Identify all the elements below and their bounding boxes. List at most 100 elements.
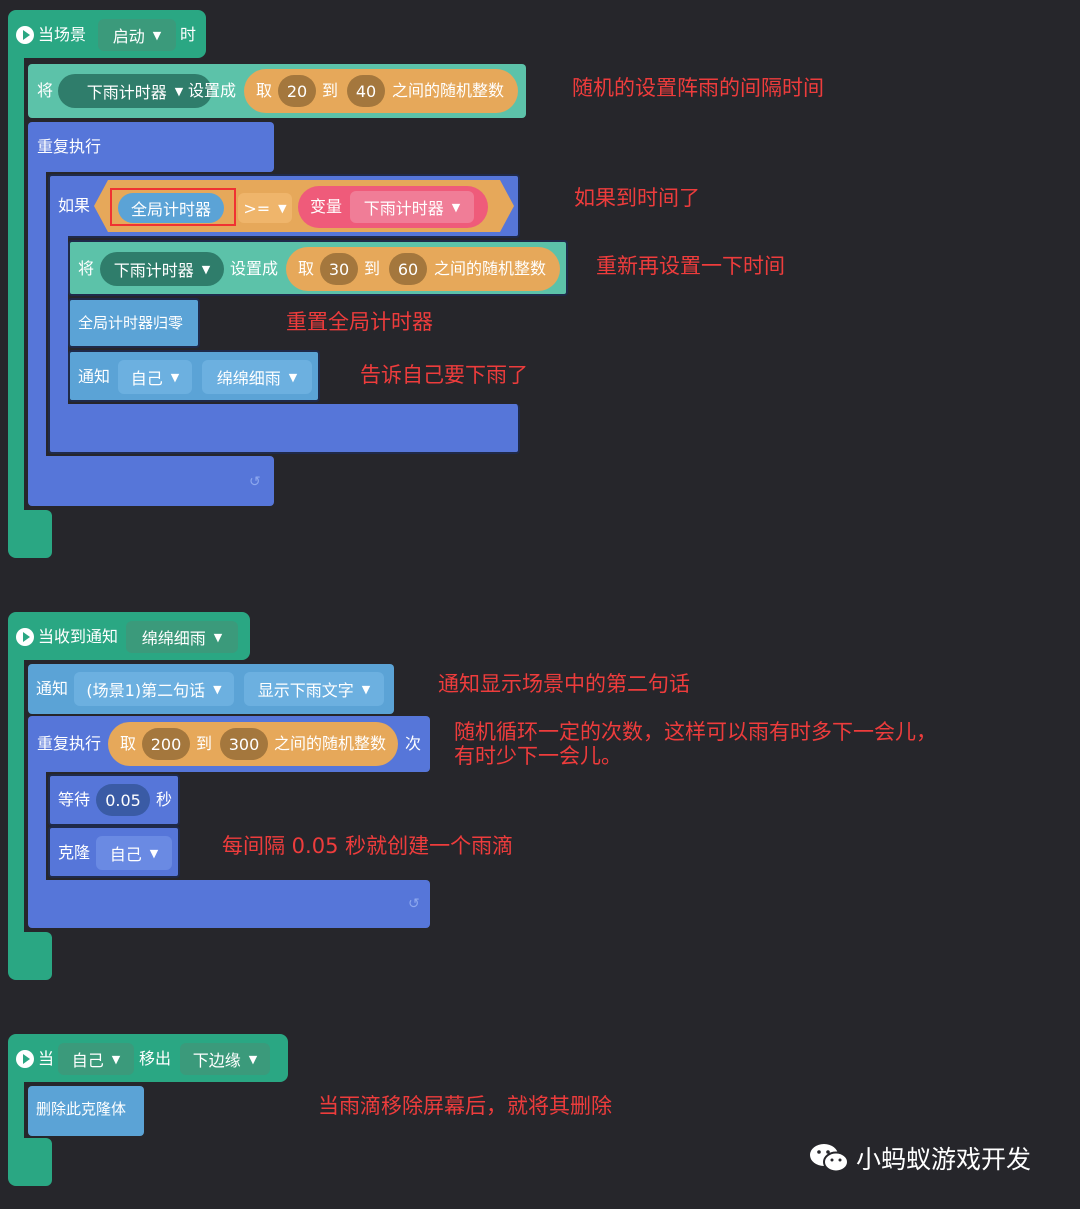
annotation-second-sentence: 通知显示场景中的第二句话 xyxy=(438,672,690,696)
repeat-times-block[interactable]: 重复执行 取 200 到 300 之间的随机整数 次 xyxy=(28,716,430,772)
to-label: 到 xyxy=(196,734,213,753)
edge-dropdown[interactable]: 下边缘▼ xyxy=(180,1043,270,1075)
clone-label: 克隆 xyxy=(58,843,91,862)
take-label: 取 xyxy=(120,734,137,753)
script-spine xyxy=(8,1082,24,1142)
repeat-label: 重复执行 xyxy=(37,734,102,753)
variable-label: 变量 xyxy=(310,197,343,216)
repeat-forever-block[interactable]: 重复执行 xyxy=(28,122,274,172)
random-int-label: 之间的随机整数 xyxy=(392,81,505,100)
repeat-label: 重复执行 xyxy=(37,137,102,156)
variable-dropdown[interactable]: 下雨计时器▼ xyxy=(58,74,212,108)
hat-label: 当收到通知 xyxy=(38,627,119,646)
max-input[interactable]: 40 xyxy=(347,75,385,107)
watermark: 小蚂蚁游戏开发 xyxy=(808,1140,1031,1176)
hat-label: 当场景 xyxy=(38,25,87,44)
chevron-down-icon: ▼ xyxy=(170,370,180,384)
notify-target-dropdown[interactable]: (场景1)第二句话▼ xyxy=(74,672,234,706)
hat-block-leave-edge[interactable]: 当 自己▼ 移出 下边缘▼ xyxy=(8,1034,288,1082)
max-input[interactable]: 60 xyxy=(389,253,427,285)
set-variable-block[interactable]: 将 下雨计时器▼ 设置成 取 20 到 40 之间的随机整数 xyxy=(28,64,526,118)
reset-timer-label: 全局计时器归零 xyxy=(78,314,184,332)
notify-message-dropdown[interactable]: 绵绵细雨▼ xyxy=(202,360,312,394)
to-label: 到 xyxy=(322,81,339,100)
repeat-arm xyxy=(28,770,46,882)
chevron-down-icon: ▼ xyxy=(361,682,371,696)
random-int-block[interactable]: 取 20 到 40 之间的随机整数 xyxy=(244,69,518,113)
if-arm xyxy=(48,236,68,406)
seconds-label: 秒 xyxy=(156,790,173,809)
chevron-down-icon: ▼ xyxy=(213,630,223,644)
notify-message-dropdown[interactable]: 显示下雨文字▼ xyxy=(244,672,384,706)
chevron-down-icon: ▼ xyxy=(213,682,222,696)
chevron-down-icon: ▼ xyxy=(451,200,461,214)
if-block[interactable]: 如果 全局计时器 >=▼ 变量 下雨计时器▼ xyxy=(48,174,520,238)
if-label: 如果 xyxy=(58,196,91,215)
repeat-bottom: ↺ xyxy=(28,456,274,506)
random-int-block[interactable]: 取 200 到 300 之间的随机整数 xyxy=(108,722,398,766)
notify-block[interactable]: 通知 (场景1)第二句话▼ 显示下雨文字▼ xyxy=(28,664,394,714)
highlight-box xyxy=(110,188,236,226)
hat-block-scene-start[interactable]: 当场景 启动▼ 时 xyxy=(8,10,206,58)
min-input[interactable]: 30 xyxy=(320,253,358,285)
notify-block[interactable]: 通知 自己▼ 绵绵细雨▼ xyxy=(68,350,320,402)
clone-block[interactable]: 克隆 自己▼ xyxy=(48,826,180,878)
annotation-reset-time: 重新再设置一下时间 xyxy=(596,254,785,278)
take-label: 取 xyxy=(298,259,315,278)
play-icon xyxy=(16,628,34,646)
set-to-label: 设置成 xyxy=(230,259,279,278)
operator-dropdown[interactable]: >=▼ xyxy=(238,193,292,223)
wait-block[interactable]: 等待 0.05 秒 xyxy=(48,774,180,826)
notify-label: 通知 xyxy=(78,367,111,386)
chevron-down-icon: ▼ xyxy=(149,846,159,860)
script-end-cap xyxy=(8,510,52,558)
loop-icon: ↺ xyxy=(408,896,420,912)
global-timer-reporter[interactable]: 全局计时器 xyxy=(118,193,224,223)
min-input[interactable]: 200 xyxy=(142,728,190,760)
chevron-down-icon: ▼ xyxy=(288,370,298,384)
delete-clone-block[interactable]: 删除此克隆体 xyxy=(28,1086,144,1136)
notify-target-dropdown[interactable]: 自己▼ xyxy=(118,360,192,394)
wait-seconds-input[interactable]: 0.05 xyxy=(96,784,150,816)
watermark-text: 小蚂蚁游戏开发 xyxy=(856,1145,1032,1174)
random-int-label: 之间的随机整数 xyxy=(434,259,547,278)
take-label: 取 xyxy=(256,81,273,100)
target-dropdown[interactable]: 自己▼ xyxy=(58,1043,134,1075)
notify-name-dropdown[interactable]: 绵绵细雨▼ xyxy=(126,621,238,653)
reset-global-timer-block[interactable]: 全局计时器归零 xyxy=(68,298,200,348)
play-icon xyxy=(16,26,34,44)
annotation-if-time: 如果到时间了 xyxy=(574,186,700,210)
annotation-delete-clone: 当雨滴移除屏幕后，就将其删除 xyxy=(318,1094,612,1118)
set-variable-block-2[interactable]: 将 下雨计时器▼ 设置成 取 30 到 60 之间的随机整数 xyxy=(68,240,568,296)
min-input[interactable]: 20 xyxy=(278,75,316,107)
variable-dropdown[interactable]: 下雨计时器▼ xyxy=(100,252,224,286)
repeat-arm xyxy=(28,170,46,460)
loop-icon: ↺ xyxy=(249,474,261,490)
set-to-label: 设置成 xyxy=(188,81,237,100)
play-icon xyxy=(16,1050,34,1068)
set-verb-label: 将 xyxy=(37,81,54,100)
variable-reporter[interactable]: 变量 下雨计时器▼ xyxy=(298,186,488,228)
set-verb-label: 将 xyxy=(78,259,95,278)
chevron-down-icon: ▼ xyxy=(278,201,287,215)
script-end-cap xyxy=(8,1138,52,1186)
max-input[interactable]: 300 xyxy=(220,728,268,760)
annotation-notify-rain: 告诉自己要下雨了 xyxy=(360,363,528,387)
script-end-cap xyxy=(8,932,52,980)
wait-label: 等待 xyxy=(58,790,91,809)
clone-target-dropdown[interactable]: 自己▼ xyxy=(96,836,172,870)
delete-clone-label: 删除此克隆体 xyxy=(36,1100,127,1118)
repeat-bottom: ↺ xyxy=(28,880,430,928)
script-spine xyxy=(8,660,24,936)
random-int-label: 之间的随机整数 xyxy=(274,734,387,753)
random-int-block[interactable]: 取 30 到 60 之间的随机整数 xyxy=(286,247,560,291)
variable-name-dropdown[interactable]: 下雨计时器▼ xyxy=(350,191,474,223)
hat-suffix: 时 xyxy=(180,25,197,44)
if-bottom xyxy=(48,404,520,454)
times-label: 次 xyxy=(405,734,422,753)
scene-event-dropdown[interactable]: 启动▼ xyxy=(98,19,176,51)
to-label: 到 xyxy=(364,259,381,278)
hat-block-receive-notify[interactable]: 当收到通知 绵绵细雨▼ xyxy=(8,612,250,660)
hat-label: 当 xyxy=(38,1049,55,1068)
annotation-create-raindrop: 每间隔 0.05 秒就创建一个雨滴 xyxy=(222,834,514,858)
